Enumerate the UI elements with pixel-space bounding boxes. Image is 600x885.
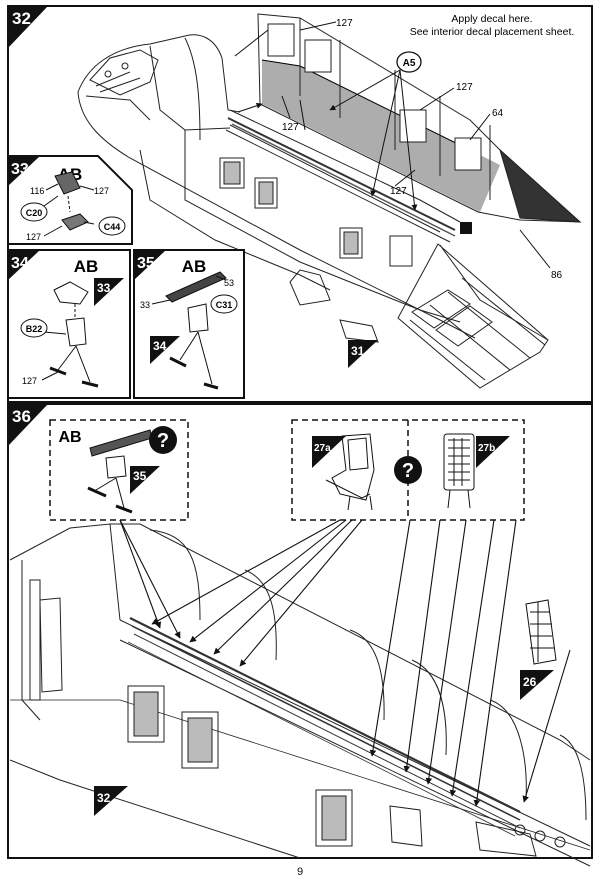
gun-drawing bbox=[87, 429, 153, 514]
ref-badge-35: 35 bbox=[130, 466, 160, 494]
part-label-116: 116 bbox=[30, 186, 44, 196]
svg-text:32: 32 bbox=[97, 791, 111, 805]
step-35-variant: AB bbox=[182, 257, 207, 276]
page-number: 9 bbox=[296, 866, 304, 878]
svg-text:31: 31 bbox=[351, 344, 365, 358]
decal-note-line1: Apply decal here. bbox=[451, 13, 532, 25]
part-label-127: 127 bbox=[456, 82, 473, 93]
ref-badge-27a: 27a bbox=[312, 436, 346, 468]
roof-panel-drawing bbox=[257, 13, 582, 223]
callout-c31: C31 bbox=[210, 294, 238, 314]
svg-text:35: 35 bbox=[133, 469, 147, 483]
ref-badge-32: 32 bbox=[94, 786, 128, 816]
question-circle-icon: ? bbox=[394, 456, 422, 484]
ref-badge-31: 31 bbox=[348, 340, 378, 368]
step-34-badge: 34 bbox=[8, 250, 40, 280]
seat-27b-drawing bbox=[443, 433, 475, 509]
decal-marker bbox=[460, 222, 472, 234]
part-label-127: 127 bbox=[336, 18, 353, 29]
step-32-badge: 32 bbox=[8, 6, 48, 48]
part-label-127: 127 bbox=[22, 376, 37, 386]
svg-text:?: ? bbox=[157, 430, 169, 452]
part-label-127: 127 bbox=[94, 186, 109, 196]
svg-text:35: 35 bbox=[137, 255, 155, 272]
step-36-variant: AB bbox=[58, 429, 81, 446]
step-36-badge: 36 bbox=[8, 404, 48, 446]
fuselage-lower-drawing bbox=[9, 523, 591, 867]
fuselage-upper-drawing bbox=[77, 34, 549, 389]
seat-27a-drawing bbox=[325, 433, 375, 511]
svg-text:B22: B22 bbox=[26, 324, 43, 334]
part-label-33: 33 bbox=[140, 300, 150, 310]
ref-badge-26: 26 bbox=[520, 670, 554, 700]
step-32-number: 32 bbox=[12, 9, 31, 28]
svg-text:33: 33 bbox=[97, 281, 111, 295]
step-34-variant: AB bbox=[74, 257, 99, 276]
svg-text:33: 33 bbox=[11, 161, 29, 178]
svg-text:36: 36 bbox=[12, 407, 31, 426]
step-35-badge: 35 bbox=[134, 250, 166, 280]
svg-text:?: ? bbox=[402, 460, 414, 482]
svg-text:A5: A5 bbox=[403, 58, 416, 69]
svg-text:27a: 27a bbox=[314, 443, 331, 454]
svg-text:27b: 27b bbox=[478, 443, 495, 454]
ref-badge-34: 34 bbox=[150, 336, 180, 364]
part-label-64: 64 bbox=[492, 108, 504, 119]
question-circle-icon: ? bbox=[149, 426, 177, 454]
step-35-drawing bbox=[151, 271, 227, 390]
part-label-127: 127 bbox=[26, 232, 41, 242]
callout-c44: C44 bbox=[98, 216, 126, 236]
decal-note-line2: See interior decal placement sheet. bbox=[410, 26, 575, 38]
step-33-badge: 33 bbox=[8, 156, 40, 186]
callout-a5: A5 bbox=[396, 51, 422, 73]
callout-c20: C20 bbox=[20, 202, 48, 222]
svg-text:C20: C20 bbox=[26, 208, 43, 218]
svg-text:34: 34 bbox=[153, 339, 167, 353]
part-label-53: 53 bbox=[224, 278, 234, 288]
svg-text:26: 26 bbox=[523, 675, 537, 689]
ref-badge-33: 33 bbox=[94, 278, 124, 306]
svg-text:C44: C44 bbox=[104, 222, 121, 232]
part-label-127: 127 bbox=[390, 186, 407, 197]
svg-text:34: 34 bbox=[11, 255, 29, 272]
part-label-127: 127 bbox=[282, 122, 299, 133]
step-36-arrows bbox=[119, 519, 571, 807]
seat-pack-26-drawing bbox=[525, 599, 557, 665]
step-33-drawing bbox=[43, 171, 95, 237]
ref-badge-27b: 27b bbox=[476, 436, 510, 468]
callout-b22: B22 bbox=[20, 318, 48, 338]
svg-text:C31: C31 bbox=[216, 300, 233, 310]
step-34-drawing bbox=[41, 281, 99, 388]
part-label-86: 86 bbox=[551, 270, 563, 281]
step-32-leaders bbox=[234, 21, 551, 269]
